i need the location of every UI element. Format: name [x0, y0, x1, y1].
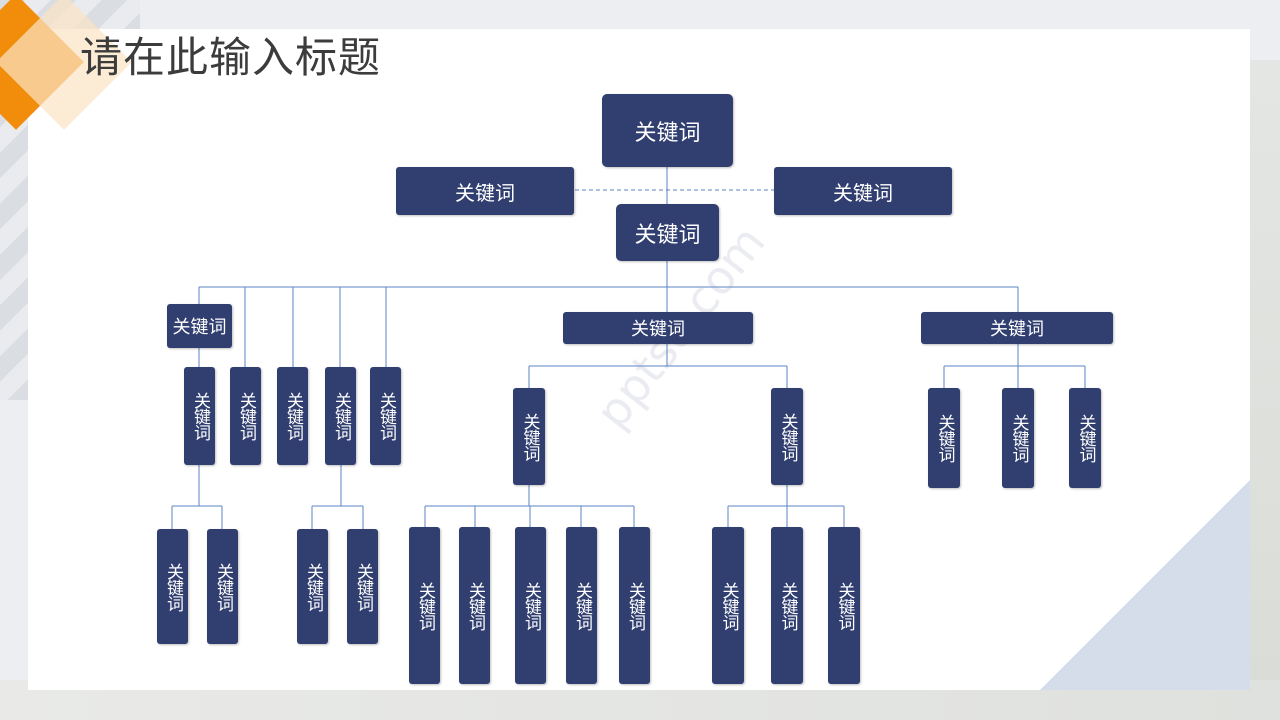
node-group2-mid[interactable]: 关键词 [513, 388, 545, 485]
node-top[interactable]: 关键词 [602, 94, 733, 167]
node-group2-mid[interactable]: 关键词 [771, 388, 803, 485]
node-group3-leaf[interactable]: 关键词 [1069, 388, 1101, 488]
node-group3-head[interactable]: 关键词 [921, 312, 1113, 344]
node-side-left[interactable]: 关键词 [396, 167, 574, 215]
node-group1-sub-a[interactable]: 关键词 [157, 529, 188, 644]
node-group1-leaf[interactable]: 关键词 [277, 367, 308, 465]
node-center[interactable]: 关键词 [616, 204, 719, 261]
node-group2-sub-b[interactable]: 关键词 [828, 527, 860, 684]
node-group3-leaf[interactable]: 关键词 [928, 388, 960, 488]
node-side-right[interactable]: 关键词 [774, 167, 952, 215]
node-group1-leaf[interactable]: 关键词 [184, 367, 215, 465]
node-group1-head[interactable]: 关键词 [167, 304, 232, 348]
node-group2-sub-a[interactable]: 关键词 [409, 527, 440, 684]
slide-title[interactable]: 请在此输入标题 [80, 33, 382, 82]
node-group1-sub-a[interactable]: 关键词 [207, 529, 238, 644]
node-group1-leaf[interactable]: 关键词 [325, 367, 356, 465]
node-group1-sub-b[interactable]: 关键词 [297, 529, 328, 644]
node-group2-head[interactable]: 关键词 [563, 312, 753, 344]
node-group3-leaf[interactable]: 关键词 [1002, 388, 1034, 488]
node-group1-leaf[interactable]: 关键词 [370, 367, 401, 465]
node-group2-sub-a[interactable]: 关键词 [459, 527, 490, 684]
node-group1-sub-b[interactable]: 关键词 [347, 529, 378, 644]
node-group1-leaf[interactable]: 关键词 [230, 367, 261, 465]
node-group2-sub-b[interactable]: 关键词 [771, 527, 803, 684]
node-group2-sub-a[interactable]: 关键词 [566, 527, 597, 684]
node-group2-sub-a[interactable]: 关键词 [515, 527, 546, 684]
node-group2-sub-a[interactable]: 关键词 [619, 527, 650, 684]
node-group2-sub-b[interactable]: 关键词 [712, 527, 744, 684]
